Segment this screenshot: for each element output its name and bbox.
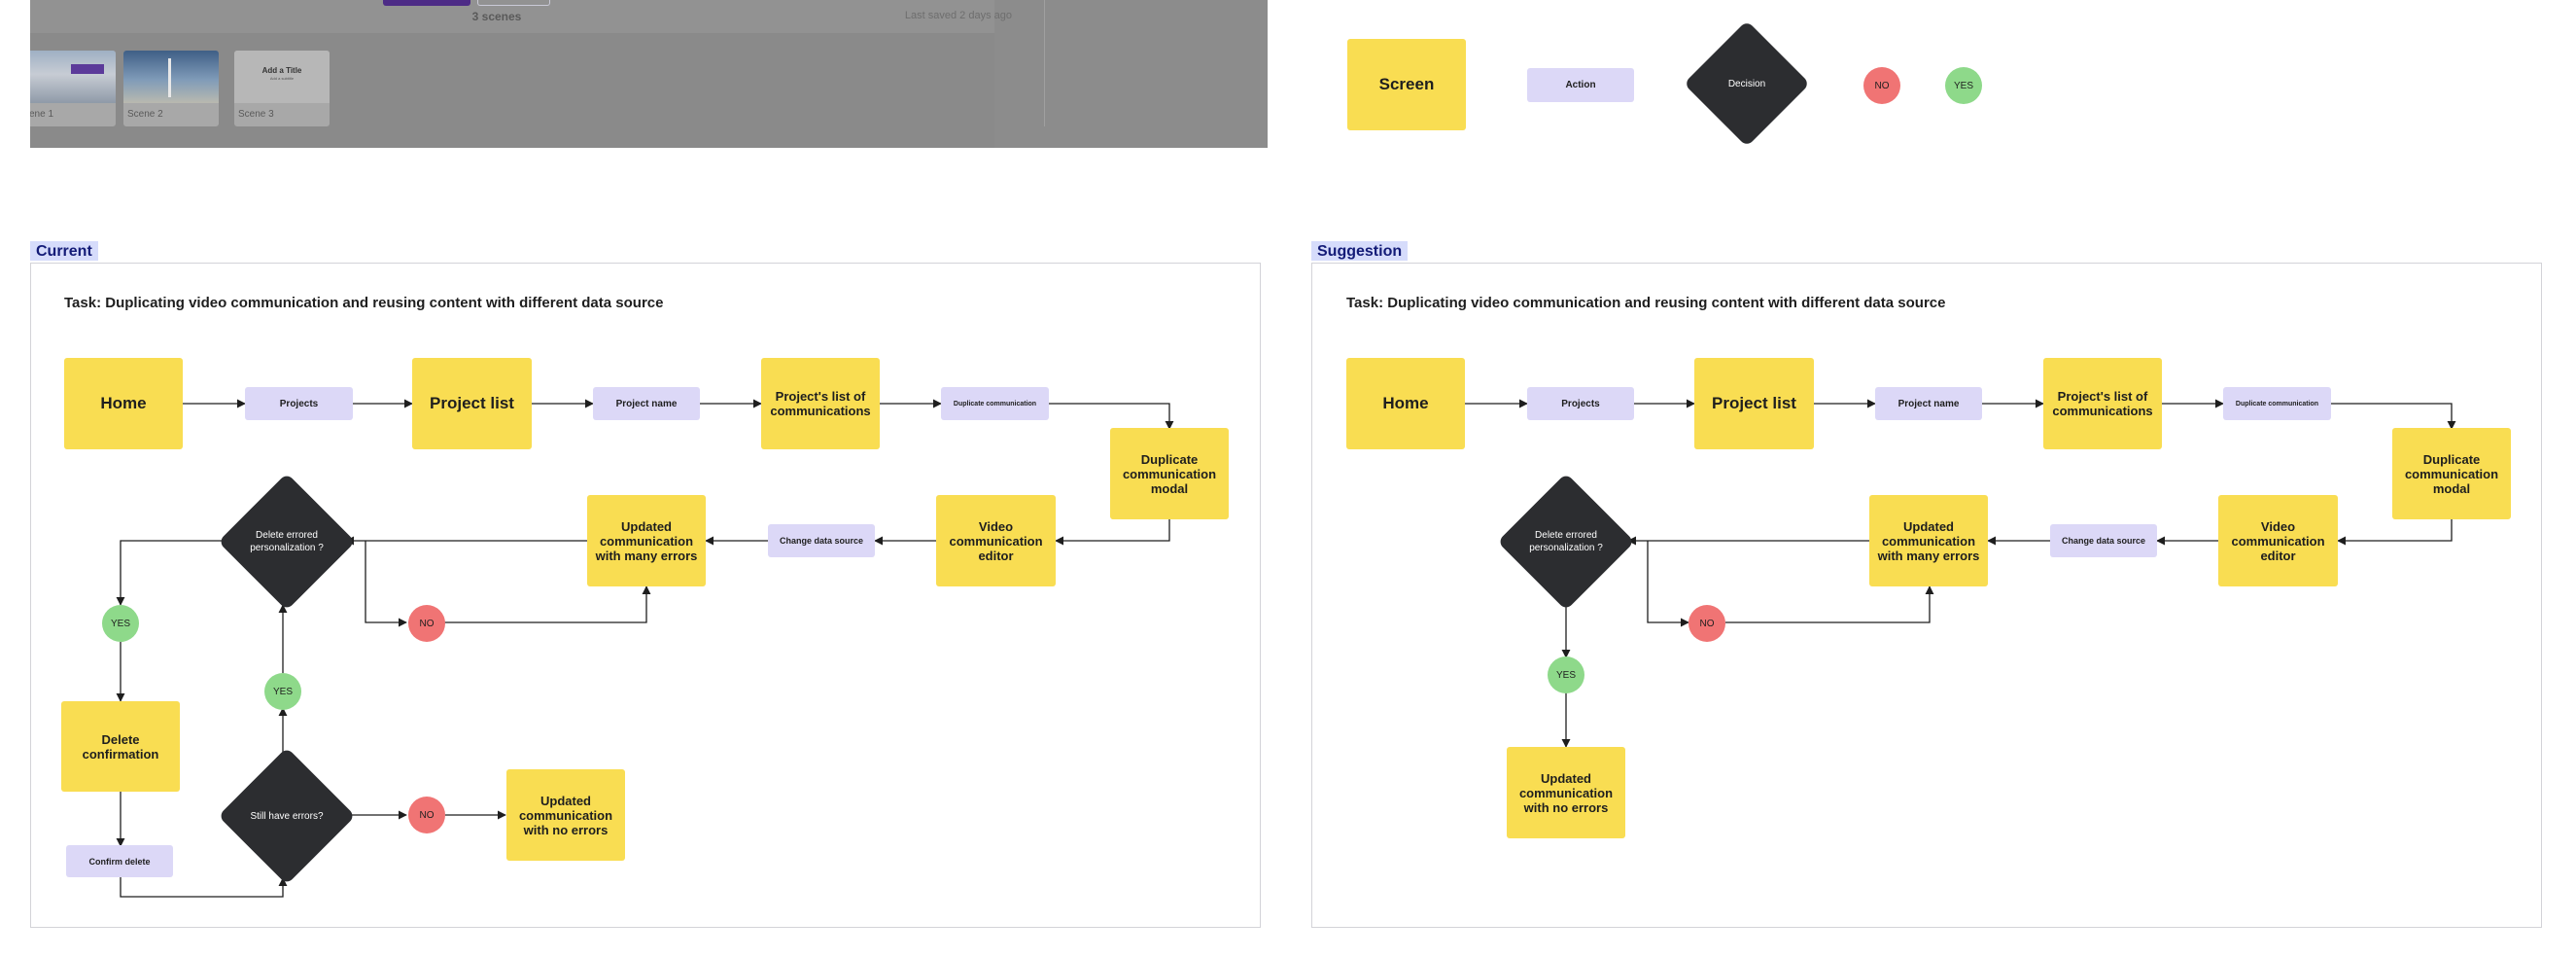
legend-yes: YES <box>1945 67 1982 104</box>
suggestion-change-source: Change data source <box>2050 524 2157 557</box>
suggestion-duplicate-modal: Duplicate communication modal <box>2392 428 2511 519</box>
scene-title: Add a Title <box>261 66 302 75</box>
suggestion-video-editor: Video communication editor <box>2218 495 2338 586</box>
current-delete-confirmation: Delete confirmation <box>61 701 180 792</box>
current-project-list: Project list <box>412 358 532 449</box>
screenshot-divider <box>1044 0 1045 126</box>
edge-confirmdelete-stillerrors <box>120 877 288 898</box>
legend-screen: Screen <box>1347 39 1466 130</box>
last-saved: Last saved 2 days ago <box>904 10 1012 21</box>
edge-modal-editor <box>1055 519 1170 546</box>
suggestion-updated-no-errors: Updated communication with no errors <box>1507 747 1625 838</box>
app-screenshot: 3 scenes Last saved 2 days ago cene 1 Sc… <box>30 0 1268 148</box>
suggestion-project-list: Project list <box>1694 358 1814 449</box>
screenshot-secondary-button <box>477 0 550 6</box>
current-still-errors-label: Still have errors? <box>250 810 324 822</box>
current-no-2: NO <box>408 797 445 833</box>
scene-thumbnail-2: Scene 2 <box>123 51 219 126</box>
suggestion-tag: Suggestion <box>1311 241 1409 261</box>
current-no-1: NO <box>408 605 445 642</box>
scene-thumbnail-1: cene 1 <box>30 51 116 126</box>
scene-thumbnail-3: Add a Title Add a subtitle Scene 3 <box>234 51 330 126</box>
suggestion-duplicate-comm: Duplicate communication <box>2223 387 2331 420</box>
scene-subtitle: Add a subtitle <box>269 76 295 81</box>
suggestion-list-of-comms: Project's list of communications <box>2043 358 2162 449</box>
suggestion-projects: Projects <box>1527 387 1634 420</box>
edge-decision-no <box>365 541 407 627</box>
legend-no: NO <box>1863 67 1900 104</box>
legend-decision-label: Decision <box>1727 78 1766 89</box>
current-yes-1: YES <box>102 605 139 642</box>
screenshot-primary-button <box>383 0 470 6</box>
scenes-count: 3 scenes <box>471 10 522 23</box>
current-task-title: Task: Duplicating video communication an… <box>64 295 664 311</box>
current-video-editor: Video communication editor <box>936 495 1056 586</box>
edge-decision-yes <box>116 540 225 606</box>
legend-action: Action <box>1527 68 1634 102</box>
current-duplicate-modal: Duplicate communication modal <box>1110 428 1229 519</box>
current-home: Home <box>64 358 183 449</box>
s-edge-decision-no <box>1647 541 1689 627</box>
current-confirm-delete: Confirm delete <box>66 845 173 877</box>
screenshot-side-panel <box>994 0 1268 148</box>
current-updated-errors: Updated communication with many errors <box>587 495 706 586</box>
suggestion-delete-decision-label: Delete errored personalization ? <box>1529 530 1603 553</box>
scene-caption: cene 1 <box>30 109 54 120</box>
current-delete-decision-label: Delete errored personalization ? <box>250 530 324 553</box>
scene-caption: Scene 3 <box>238 109 274 120</box>
s-edge-duplicate-modal <box>2331 403 2456 430</box>
edge-no-updated <box>408 585 651 623</box>
s-edge-modal-editor <box>2337 519 2453 546</box>
scene-caption: Scene 2 <box>127 109 163 120</box>
suggestion-home: Home <box>1346 358 1465 449</box>
current-yes-2: YES <box>264 673 301 710</box>
edge-duplicate-modal <box>1049 403 1174 430</box>
s-edge-no-updated <box>1725 585 1934 623</box>
suggestion-no-1: NO <box>1688 605 1725 642</box>
suggestion-task-title: Task: Duplicating video communication an… <box>1346 295 1946 311</box>
current-tag: Current <box>30 241 98 261</box>
suggestion-updated-errors: Updated communication with many errors <box>1869 495 1988 586</box>
suggestion-project-name: Project name <box>1875 387 1982 420</box>
suggestion-yes-1: YES <box>1548 656 1584 693</box>
current-project-name: Project name <box>593 387 700 420</box>
current-list-of-comms: Project's list of communications <box>761 358 880 449</box>
current-duplicate-comm: Duplicate communication <box>941 387 1049 420</box>
current-change-source: Change data source <box>768 524 875 557</box>
current-updated-no-errors: Updated communication with no errors <box>506 769 625 861</box>
current-projects: Projects <box>245 387 353 420</box>
